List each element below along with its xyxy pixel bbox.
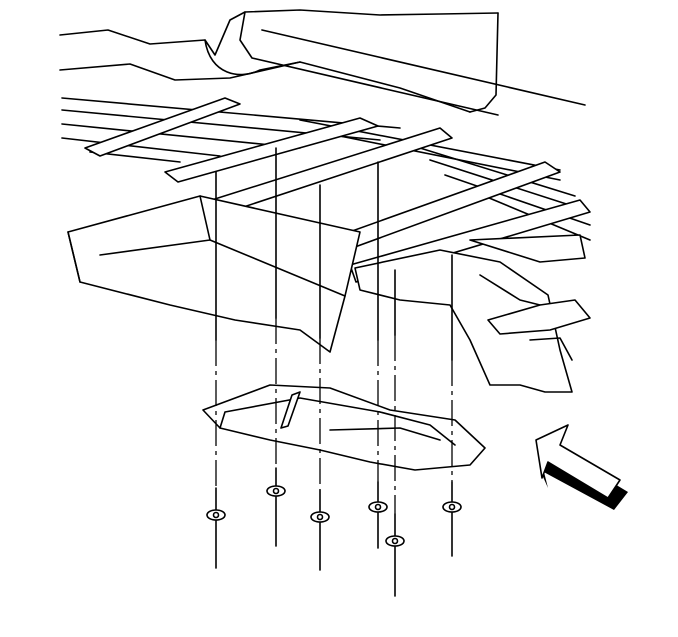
view-direction-arrow-icon <box>535 424 628 510</box>
upper-body-panel <box>59 9 586 116</box>
underbody-shield <box>202 384 486 471</box>
fastener-5 <box>385 269 405 597</box>
fastener-4 <box>368 161 388 549</box>
floor-cross-members <box>84 97 591 283</box>
fastener-group <box>206 147 462 597</box>
fastener-3 <box>310 184 330 571</box>
side-bracket <box>354 249 591 393</box>
fastener-1 <box>206 171 226 569</box>
fastener-2 <box>266 147 286 547</box>
fastener-6 <box>442 254 462 557</box>
frame-rail <box>67 195 361 353</box>
